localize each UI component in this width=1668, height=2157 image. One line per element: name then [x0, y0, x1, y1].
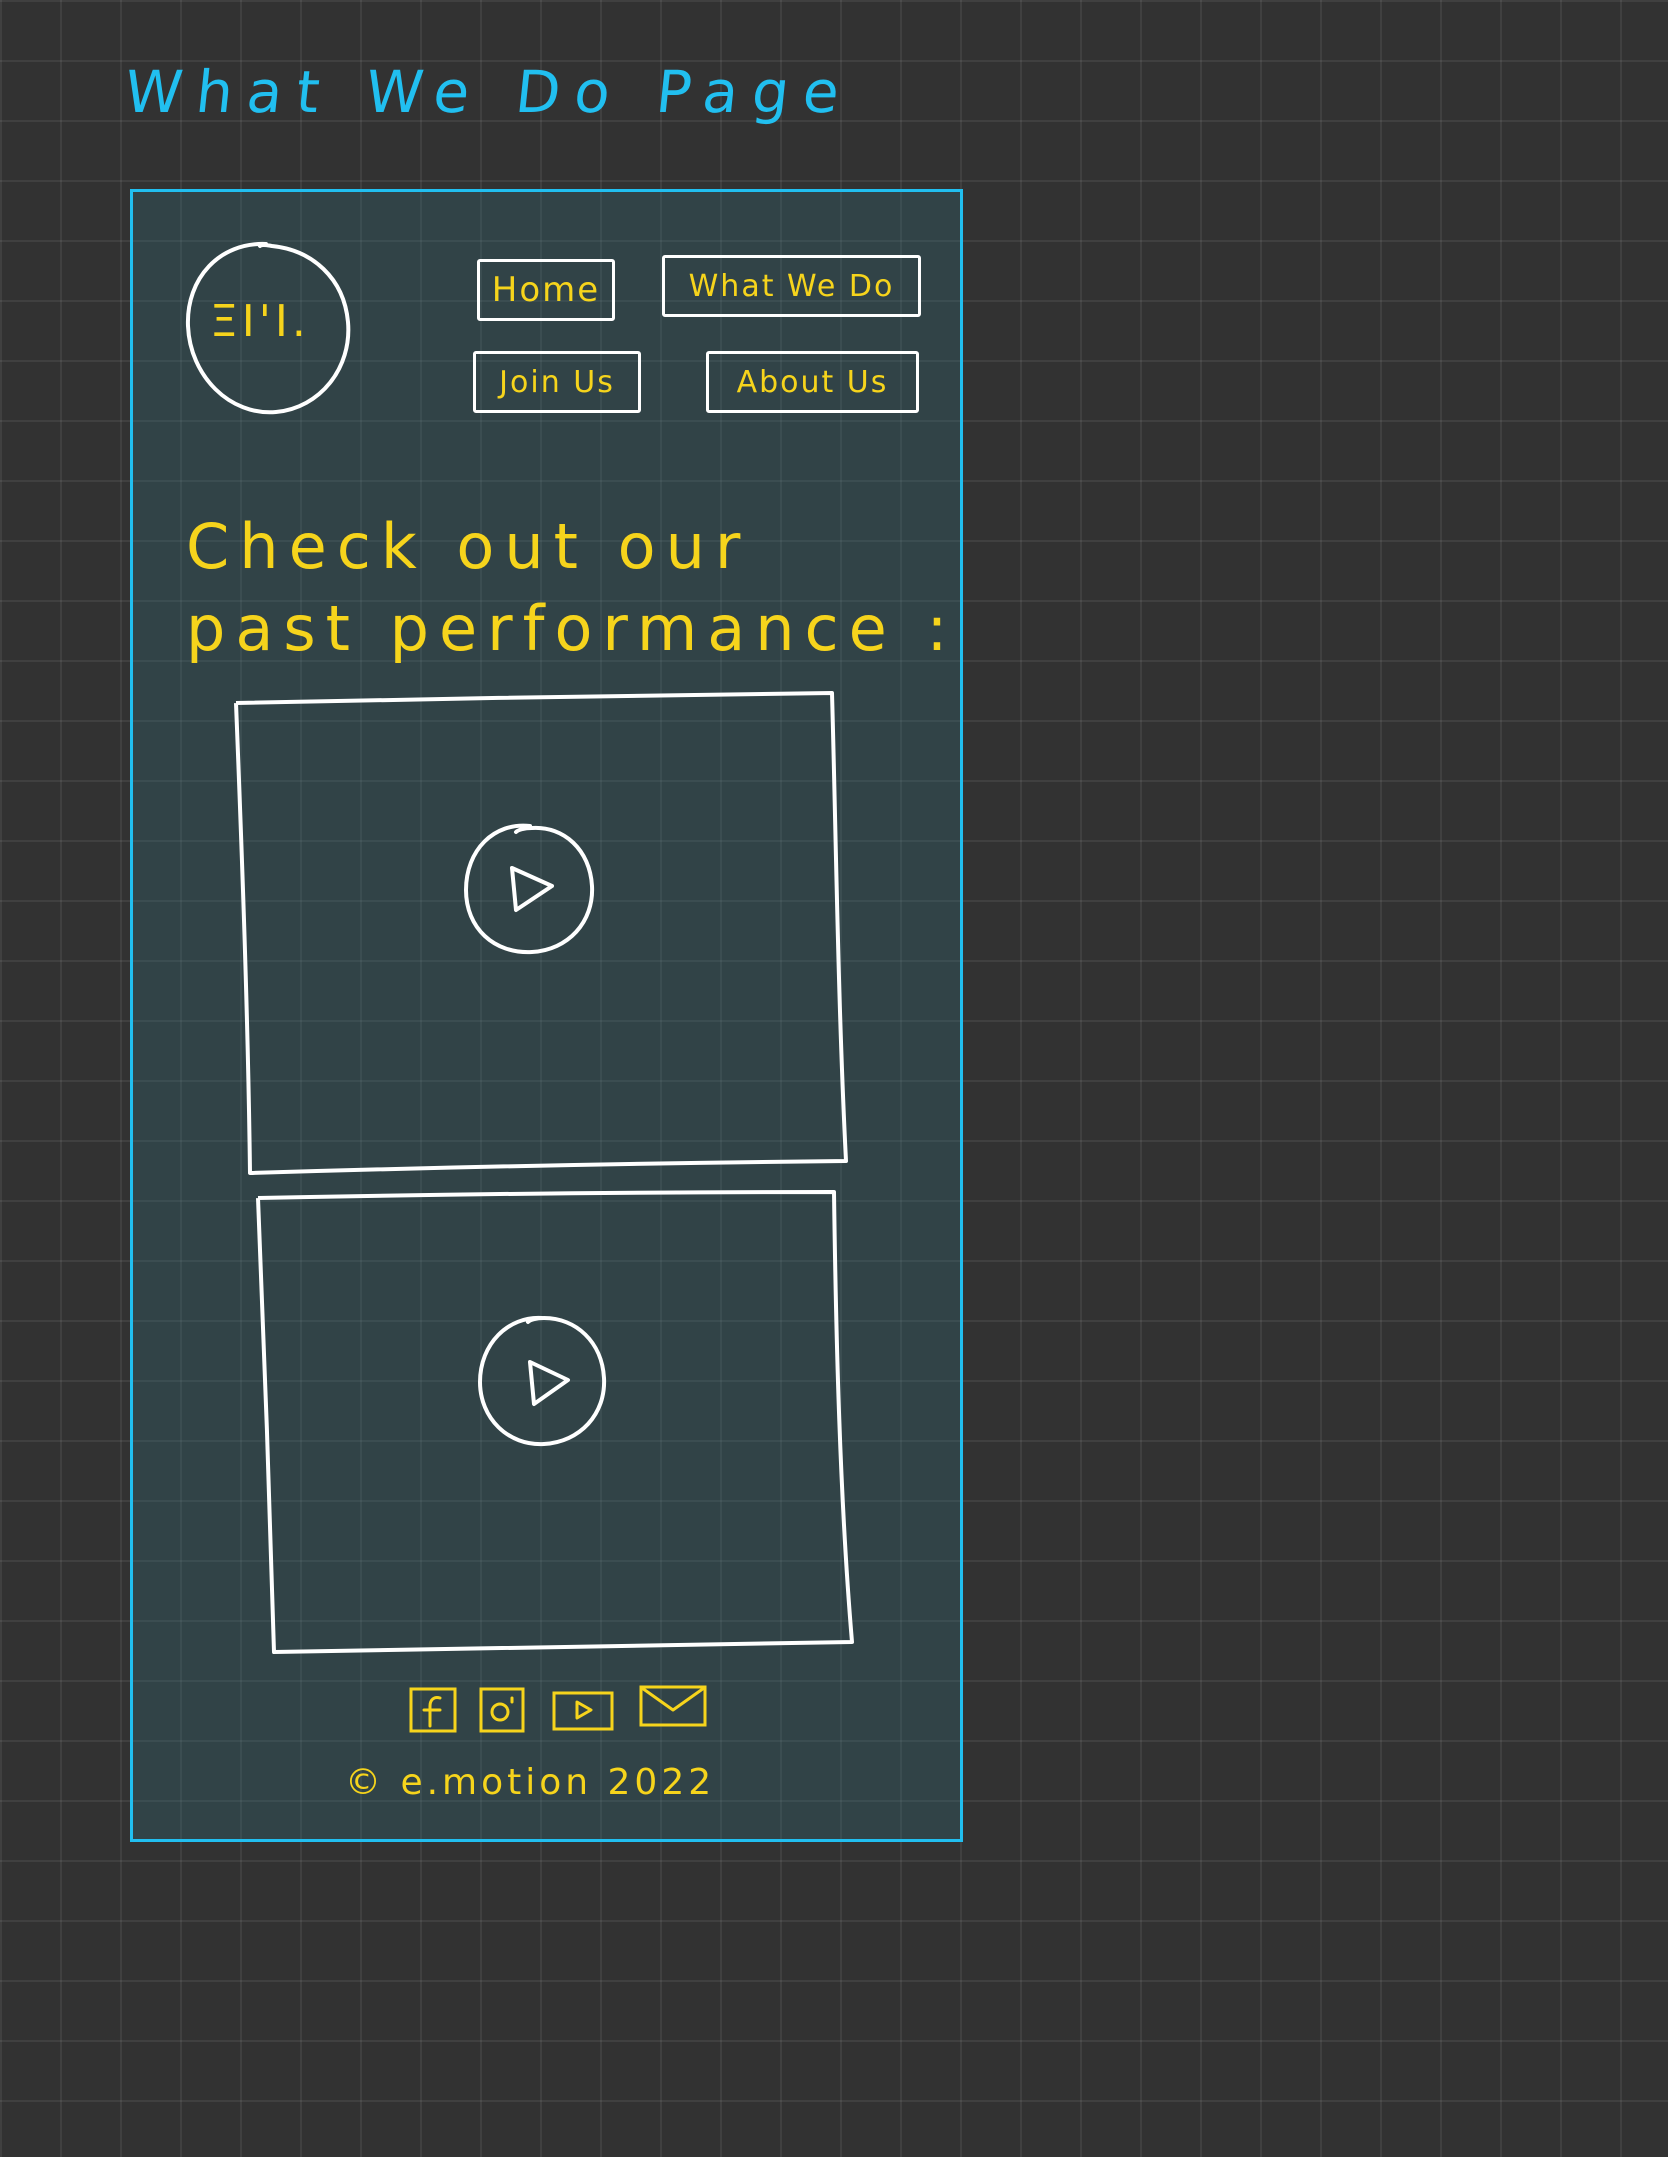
instagram-icon[interactable]	[478, 1686, 528, 1734]
page-title: What We Do Page	[121, 58, 857, 126]
nav-home-button[interactable]: Home	[477, 259, 615, 321]
email-icon[interactable]	[638, 1684, 708, 1728]
section-heading-line-1: Check out our	[186, 510, 751, 583]
wireframe-frame	[130, 189, 963, 1842]
nav-join-us-button[interactable]: Join Us	[473, 351, 641, 413]
facebook-icon[interactable]	[408, 1686, 460, 1734]
section-heading-line-2: past performance :	[186, 592, 958, 665]
copyright-text: © e.motion 2022	[345, 1762, 716, 1803]
play-icon[interactable]	[458, 820, 598, 960]
play-icon[interactable]	[472, 1310, 612, 1450]
youtube-icon[interactable]	[551, 1690, 617, 1734]
video-player-2[interactable]	[252, 1180, 862, 1660]
video-player-1[interactable]	[228, 685, 858, 1175]
logo[interactable]	[180, 238, 355, 418]
logo-text: ΞΙ'Ι.	[210, 296, 310, 347]
nav-what-we-do-button[interactable]: What We Do	[662, 255, 921, 317]
nav-about-us-button[interactable]: About Us	[706, 351, 919, 413]
